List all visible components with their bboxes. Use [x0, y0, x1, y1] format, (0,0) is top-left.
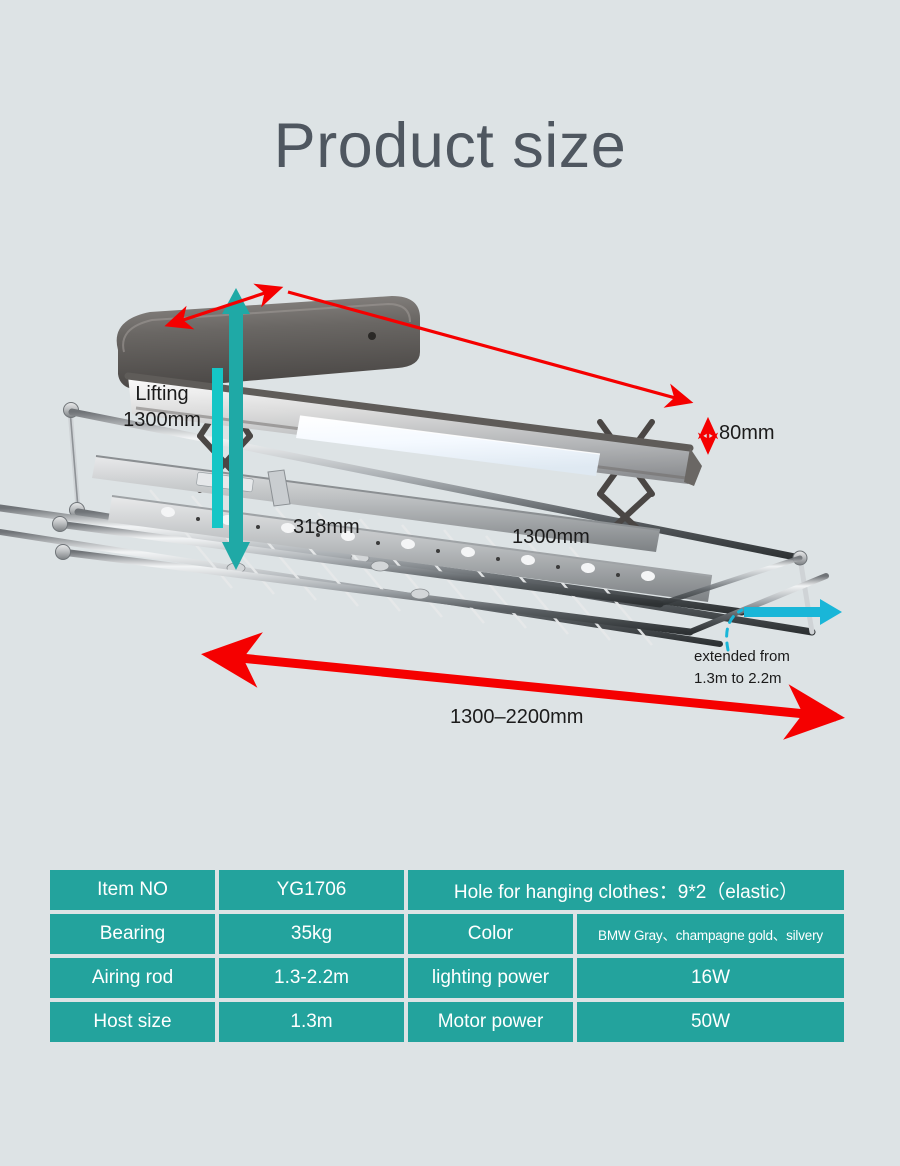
main-top-panel — [124, 372, 702, 486]
table-cell-label: Item NO — [50, 870, 215, 910]
annotation-span-range: 1300–2200mm — [450, 706, 584, 728]
annotation-thickness: 80mm — [719, 422, 775, 444]
table-cell-value: 1.3m — [219, 1002, 404, 1042]
annotation-extension-line1: extended from — [694, 648, 790, 665]
motor-housing — [116, 296, 421, 390]
annotation-lifting-label: Lifting — [135, 383, 189, 405]
dimension-arrow-span — [201, 632, 845, 740]
table-cell-label: Motor power — [408, 1002, 573, 1042]
annotation-length: 1300mm — [512, 526, 590, 548]
dimension-arrow-1300mm — [287, 290, 694, 408]
product-diagram: 318mm 1300mm 80mm Lifting 1300mm 1300–22… — [0, 240, 900, 760]
table-cell-label: Hole for hanging clothes：9*2（elastic） — [408, 870, 844, 910]
table-cell-value: 1.3-2.2m — [219, 958, 404, 998]
dimension-arrow-318mm — [164, 283, 284, 330]
extension-arrow-cyan — [725, 599, 842, 652]
table-cell-value: YG1706 — [219, 870, 404, 910]
annotation-extension-line2: 1.3m to 2.2m — [694, 670, 782, 687]
diagram-svg — [0, 283, 845, 740]
table-cell-value: BMW Gray、champagne gold、silvery — [577, 914, 844, 954]
table-cell-value: 35kg — [219, 914, 404, 954]
annotation-depth: 318mm — [293, 516, 360, 538]
telescoping-rods — [52, 516, 829, 636]
drying-rack-frame — [92, 455, 713, 646]
page-title: Product size — [273, 111, 627, 181]
table-cell-label: Bearing — [50, 914, 215, 954]
annotation-lifting-value: 1300mm — [123, 409, 201, 431]
table-cell-label: lighting power — [408, 958, 573, 998]
lifting-arrow-cyan — [212, 288, 250, 570]
table-cell-value: 50W — [577, 1002, 844, 1042]
table-cell-label: Host size — [50, 1002, 215, 1042]
table-cell-label: Color — [408, 914, 573, 954]
table-cell-label: Airing rod — [50, 958, 215, 998]
table-cell-value: 16W — [577, 958, 844, 998]
